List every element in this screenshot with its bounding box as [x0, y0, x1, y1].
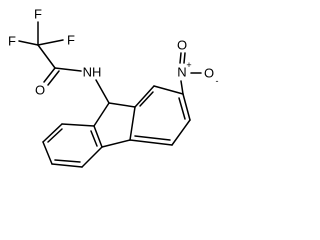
- bond-c7-c6: [182, 93, 191, 121]
- bond-c8a-c4b: [129, 106, 136, 141]
- bond-c7-n-nitro: [180, 80, 184, 95]
- bond-c2-c3: [42, 141, 53, 165]
- bond-carbonyl-o-1: [43, 67, 56, 83]
- bond-n-c9: [95, 79, 110, 104]
- bond-n-o-top-2: [183, 52, 186, 64]
- atom-label-f2: F: [67, 33, 75, 48]
- bond-c9a-c1: [61, 123, 95, 127]
- atom-label-o-carbonyl: O: [35, 83, 45, 98]
- bond-c4-c4a: [81, 146, 103, 168]
- bonds: [18, 21, 202, 168]
- atom-label-f1: F: [8, 34, 16, 49]
- bond-c8-c7: [153, 85, 184, 95]
- bond-carbonyl-n: [54, 67, 82, 72]
- atom-labels: F F F O NH N + O O -: [8, 7, 218, 98]
- charge-label-o-nitro: -: [216, 76, 219, 86]
- bond-c3-c4: [51, 163, 83, 168]
- bond-carbonyl-o-2: [47, 70, 60, 86]
- bond-c9-c8a: [108, 102, 136, 108]
- bond-c7-c6-inner: [178, 97, 186, 120]
- bond-cf3-carbonyl: [37, 44, 56, 69]
- bond-c5-c4b-inner: [134, 135, 171, 141]
- atom-label-o-nitro-top: O: [177, 38, 187, 53]
- atom-label-n-nitro: N: [177, 65, 186, 80]
- bond-c8-c8a-inner: [139, 91, 154, 107]
- bond-n-o-top-1: [179, 52, 182, 64]
- bond-c3-c4-inner: [54, 159, 81, 163]
- atom-label-n-amide: NH: [83, 65, 102, 80]
- bond-c-f2: [37, 39, 64, 46]
- atom-label-o-nitro-right: O: [204, 66, 214, 81]
- chemical-structure-diagram: F F F O NH N + O O -: [8, 7, 219, 168]
- bond-c4a-c9a-inner: [90, 130, 98, 147]
- bond-c9-c9a: [93, 102, 110, 127]
- atom-label-f3: F: [34, 7, 42, 22]
- bond-c4a-c9a: [93, 125, 103, 148]
- bond-c1-c2-inner: [47, 128, 63, 143]
- bond-c5-c4b: [129, 139, 173, 146]
- charge-label-n-nitro: +: [186, 60, 191, 70]
- bond-c4b-c4a: [101, 139, 131, 148]
- bond-c1-c2: [42, 123, 63, 143]
- bond-c6-c5: [171, 119, 191, 146]
- bond-c8a-c8: [134, 85, 155, 108]
- bond-c-f1: [18, 40, 39, 46]
